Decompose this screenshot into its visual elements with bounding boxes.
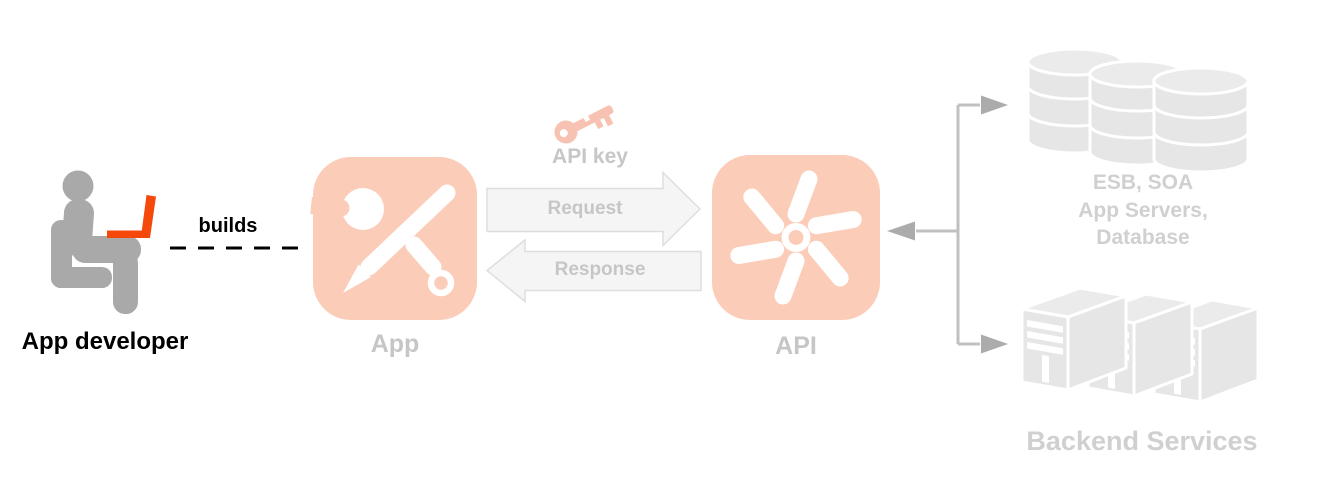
request-arrow: [486, 170, 702, 248]
api-tile: [712, 155, 880, 320]
api-key-icon: [554, 105, 614, 144]
response-label: Response: [554, 259, 646, 280]
laptop-icon: [107, 195, 156, 238]
response-arrow: [485, 238, 702, 304]
backend-services-label: Backend Services: [1026, 426, 1258, 456]
arrowhead-top-right-icon: [981, 95, 1008, 115]
app-label: App: [370, 330, 420, 358]
database-stack-icon: [1152, 66, 1250, 174]
database-stacks-icon: [1026, 47, 1250, 174]
backend-systems-line: ESB, SOA: [1092, 171, 1194, 194]
app-developer-icon: [51, 170, 156, 314]
api-pinwheel-icon: [730, 170, 862, 305]
request-label: Request: [547, 198, 623, 219]
backend-systems-line: Database: [1096, 226, 1190, 249]
backend-branch-connector: [887, 95, 1008, 354]
arrowhead-bottom-right-icon: [981, 334, 1008, 354]
api-key-label: API key: [552, 145, 628, 168]
app-tile: [310, 157, 477, 320]
wrench-pencil-icon: [310, 184, 456, 297]
person-icon: [61, 170, 141, 314]
api-label: API: [775, 332, 817, 360]
server-tower-icon: [1020, 286, 1128, 392]
builds-label: builds: [198, 215, 258, 237]
backend-systems-line: App Servers,: [1078, 198, 1208, 222]
arrowhead-left-icon: [887, 221, 915, 241]
app-developer-label: App developer: [21, 328, 189, 355]
backend-systems-label: ESB, SOA App Servers, Database: [1040, 169, 1246, 252]
server-towers-icon: [1020, 286, 1260, 404]
